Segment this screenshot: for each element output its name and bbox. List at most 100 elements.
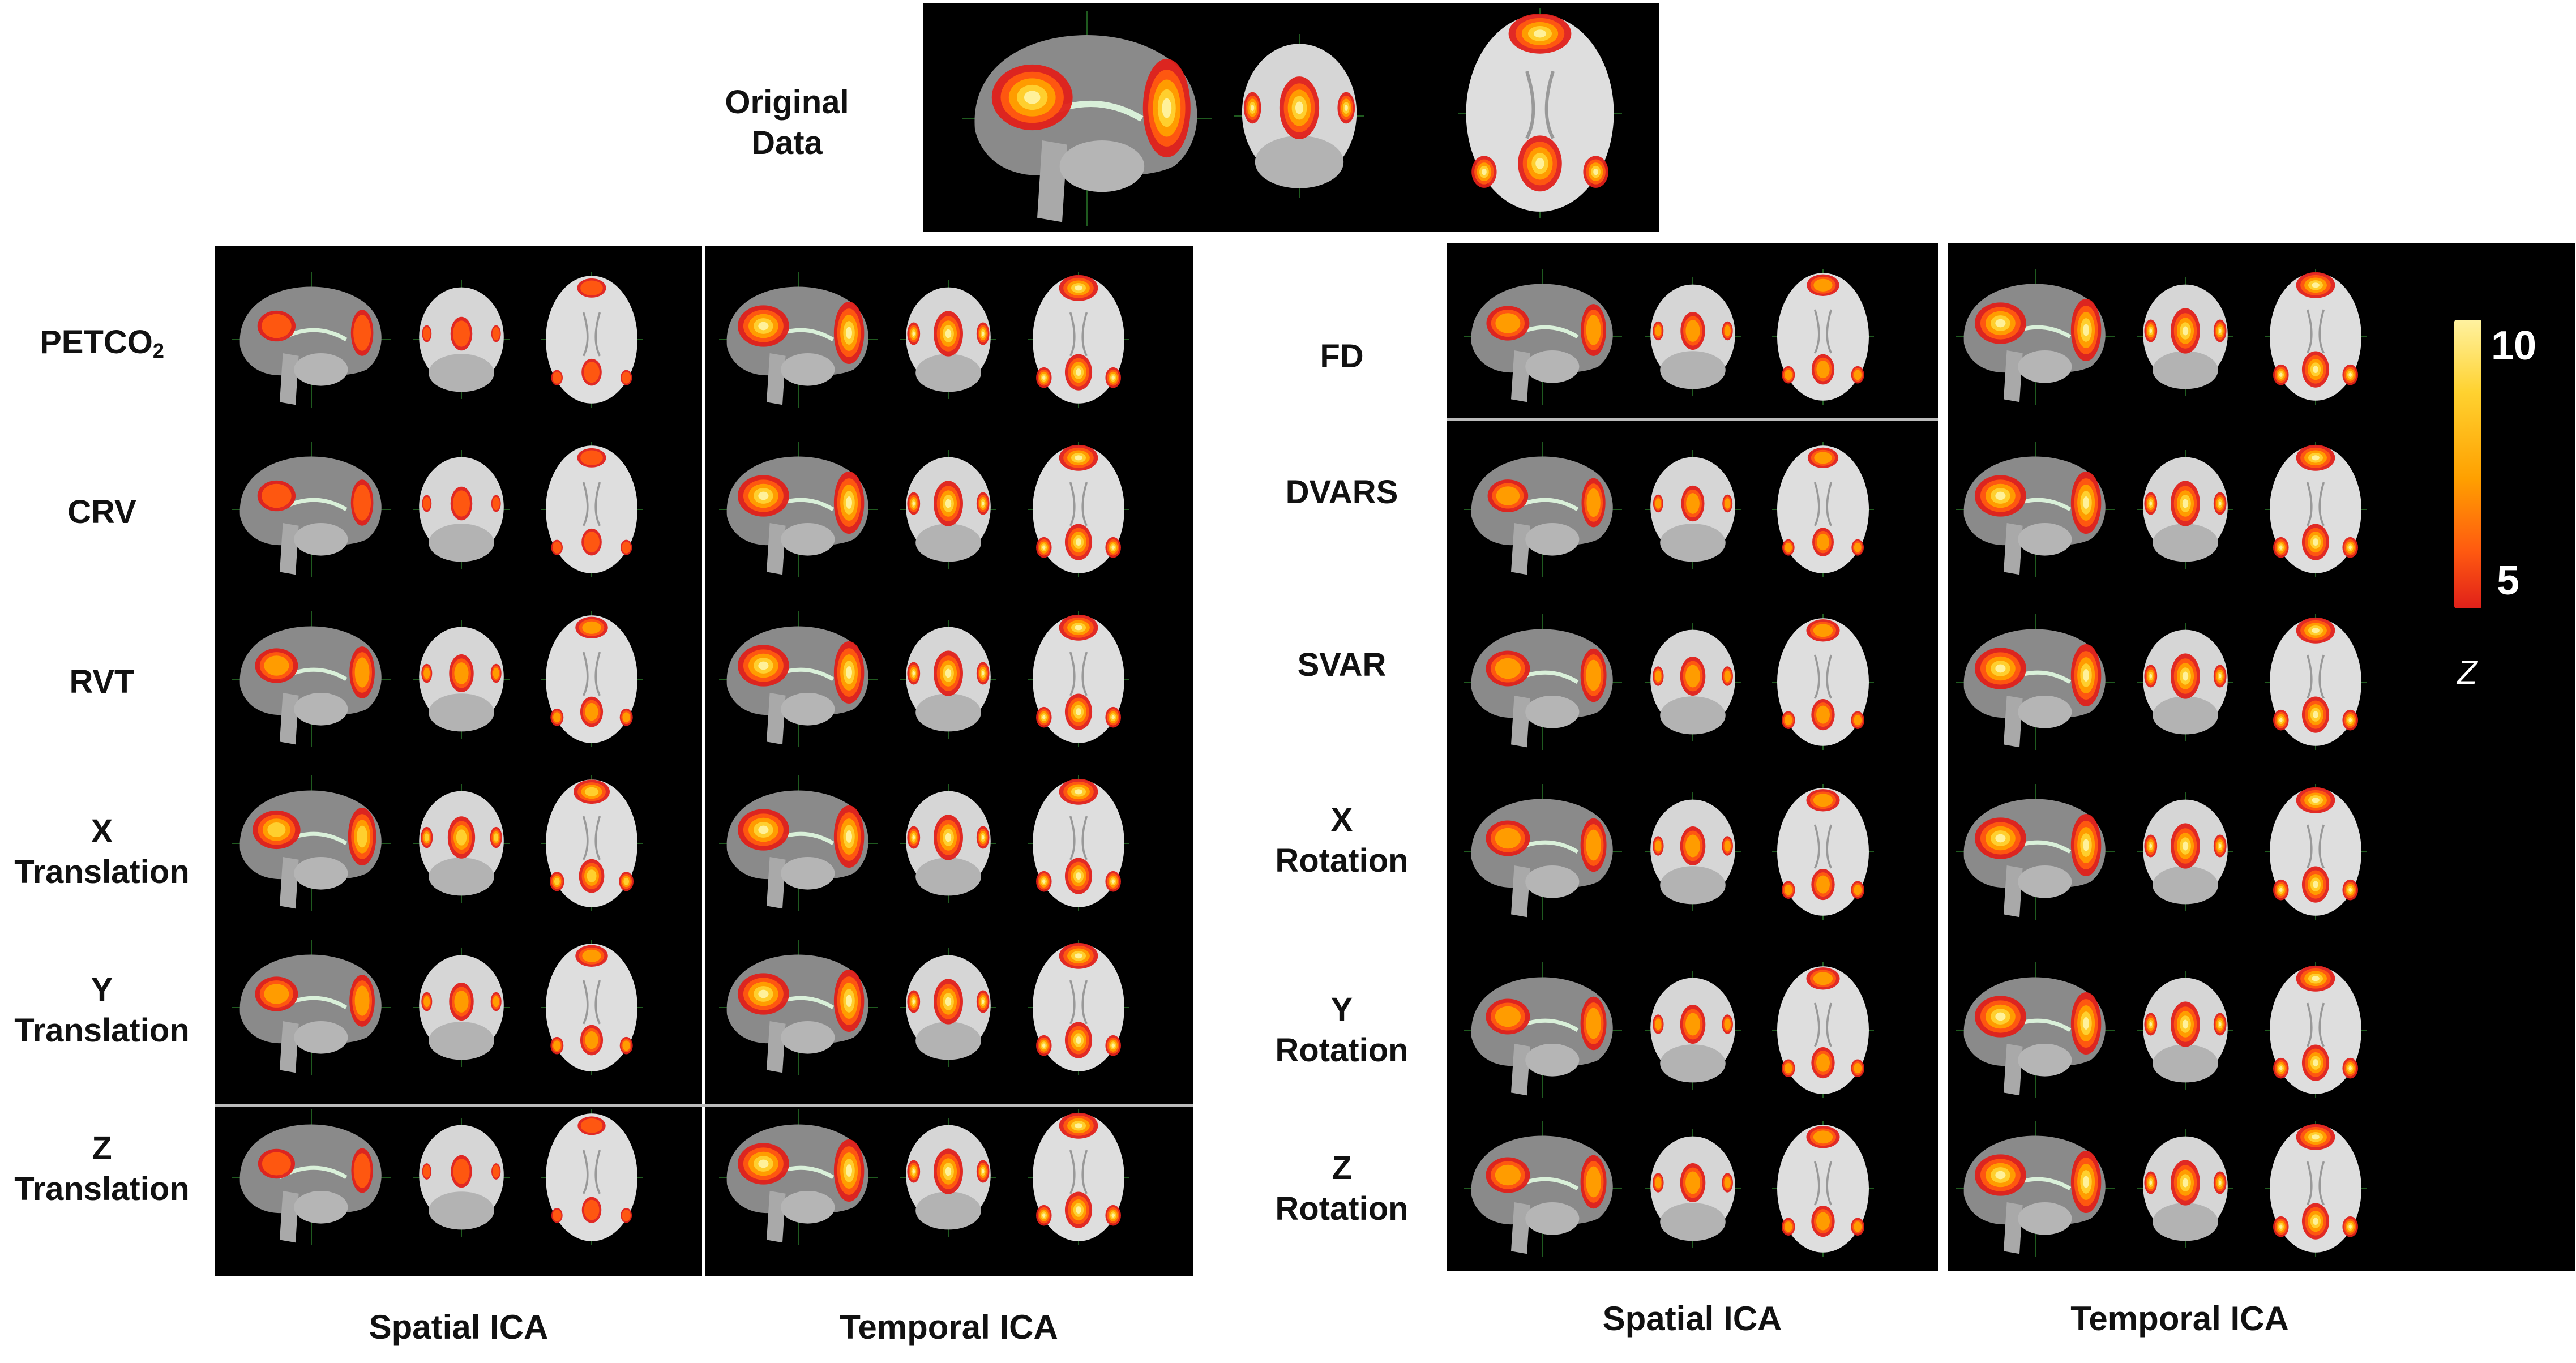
left-spatial-xtrans-axial-view <box>541 775 643 911</box>
pcc-activation <box>737 475 789 517</box>
left-row-label-ytrans: Y Translation <box>14 971 190 1049</box>
ventricle-shape <box>582 482 601 526</box>
right-row-label-fd: FD <box>1320 338 1364 375</box>
left-row-label-xtrans: X Translation <box>14 813 190 890</box>
precuneus-activation <box>2171 1001 2200 1047</box>
right-row-label-xrot: X Rotation <box>1275 801 1409 879</box>
axial-brain-outline <box>2270 788 2361 916</box>
ventricle-shape <box>1069 312 1088 357</box>
right-spatial-fd-coronal-view <box>1645 277 1741 396</box>
brainstem-shape <box>1511 523 1530 575</box>
left-parietal-activation <box>1781 881 1795 899</box>
precuneus-activation <box>2171 481 2200 526</box>
mpfc-activation <box>1580 648 1607 702</box>
left-ipl-activation <box>422 1163 431 1180</box>
posterior-activation <box>1811 699 1835 731</box>
brainstem-shape <box>1511 1044 1530 1096</box>
right-temporal-xrot-sagittal-view <box>1956 784 2115 920</box>
right-spatial-zrot-coronal-view <box>1645 1129 1741 1248</box>
right-ipl-activation <box>1722 836 1733 856</box>
right-ipl-activation <box>2213 492 2227 515</box>
left-parietal-activation <box>2273 364 2289 385</box>
left-ipl-activation <box>2144 492 2158 515</box>
mpfc-activation <box>2070 298 2102 362</box>
axial-brain-outline <box>1777 1125 1869 1253</box>
right-spatial-yrot-axial-view <box>1772 962 1874 1098</box>
frontal-activation <box>577 1116 606 1135</box>
left-temporal-petco2-sagittal-view <box>719 272 878 408</box>
left-spatial-ytrans-coronal-view <box>413 948 510 1067</box>
posterior-activation <box>581 358 602 386</box>
coronal-cerebellum <box>1660 1044 1726 1083</box>
mpfc-activation <box>833 805 865 868</box>
right-temporal-dvars-axial-view <box>2265 442 2367 577</box>
precuneus-activation <box>934 650 963 696</box>
right-parietal-activation <box>2342 709 2358 731</box>
posterior-activation <box>581 528 602 556</box>
precuneus-activation <box>1279 76 1320 139</box>
axial-brain-outline <box>1033 779 1124 907</box>
posterior-activation <box>1064 1191 1093 1228</box>
z-colorbar <box>2454 320 2481 608</box>
left-temporal-rvt-sagittal-view <box>719 611 878 747</box>
ventricle-shape <box>1813 1002 1833 1047</box>
precuneus-activation <box>934 311 963 357</box>
posterior-activation <box>1064 354 1093 391</box>
cerebellum-shape <box>294 523 348 556</box>
left-parietal-activation <box>1471 156 1497 188</box>
frontal-activation <box>577 278 606 298</box>
left-ipl-activation <box>1653 1014 1664 1034</box>
posterior-activation <box>2301 1044 2330 1081</box>
right-ipl-activation <box>490 826 502 848</box>
mpfc-activation <box>349 975 375 1027</box>
ventricle-shape <box>582 1150 601 1194</box>
mpfc-activation <box>2070 1150 2102 1214</box>
right-spatial-dvars-coronal-view <box>1645 450 1741 569</box>
cerebellum-shape <box>2018 1202 2072 1235</box>
original-sagittal-view <box>962 11 1212 226</box>
axial-brain-outline <box>1033 1113 1124 1241</box>
brainstem-shape <box>2004 1202 2023 1254</box>
cerebellum-shape <box>2018 865 2072 898</box>
cerebellum-shape <box>294 1021 348 1054</box>
left-ipl-activation <box>422 325 432 342</box>
left-spatial-ica-label: Spatial ICA <box>369 1308 549 1346</box>
right-row-label-svar: SVAR <box>1297 646 1387 683</box>
ventricle-shape <box>2306 482 2325 526</box>
left-parietal-activation <box>1036 1205 1052 1226</box>
mpfc-activation <box>833 1139 865 1202</box>
right-ipl-activation <box>1337 92 1355 124</box>
right-parietal-activation <box>1851 539 1864 556</box>
right-parietal-activation <box>619 708 633 726</box>
right-spatial-dvars-axial-view <box>1772 442 1874 577</box>
right-spatial-fd-axial-view <box>1772 269 1874 405</box>
frontal-activation <box>1806 967 1840 990</box>
left-spatial-crv-sagittal-view <box>232 442 391 577</box>
pcc-activation <box>1974 817 2026 859</box>
left-temporal-petco2-coronal-view <box>900 280 996 399</box>
left-temporal-ztrans-coronal-view <box>900 1118 996 1237</box>
left-temporal-ica-label: Temporal ICA <box>840 1308 1058 1346</box>
frontal-activation <box>2296 617 2335 644</box>
coronal-cerebellum <box>915 1022 981 1060</box>
left-row-label-rvt: RVT <box>69 663 135 700</box>
right-temporal-xrot-axial-view <box>2265 784 2367 920</box>
cerebellum-shape <box>781 523 835 556</box>
right-parietal-activation <box>2342 537 2358 558</box>
frontal-activation <box>1059 275 1098 301</box>
axial-brain-outline <box>546 944 637 1071</box>
coronal-cerebellum <box>1660 696 1726 735</box>
precuneus-activation <box>447 816 476 859</box>
posterior-activation <box>580 1025 604 1056</box>
axial-brain-outline <box>1033 445 1124 573</box>
posterior-activation <box>2301 696 2330 733</box>
axial-brain-outline <box>546 779 637 907</box>
left-parietal-activation <box>550 708 564 726</box>
cerebellum-shape <box>781 1191 835 1224</box>
ventricle-shape <box>582 652 601 696</box>
brainstem-shape <box>2004 350 2023 402</box>
axial-brain-outline <box>1466 15 1614 212</box>
coronal-cerebellum <box>429 524 494 562</box>
left-spatial-xtrans-sagittal-view <box>232 775 391 911</box>
colorbar-max-label: 10 <box>2491 323 2537 368</box>
